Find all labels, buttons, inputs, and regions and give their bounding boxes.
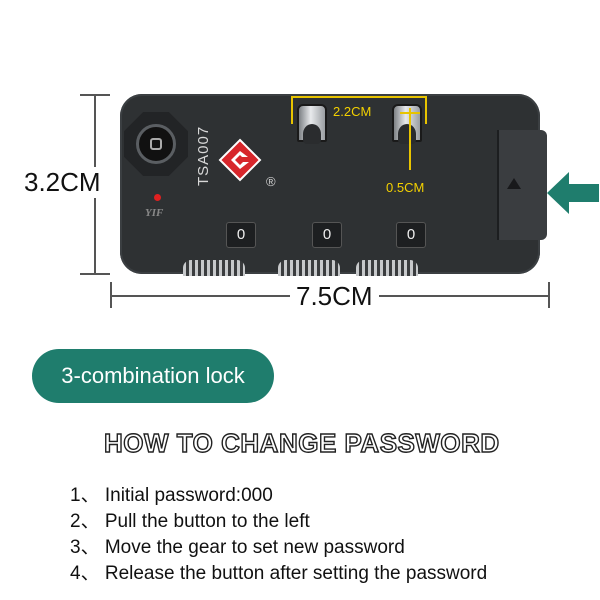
dial-1: 0 xyxy=(226,222,256,248)
keyhole-icon xyxy=(136,124,176,164)
dial-3: 0 xyxy=(396,222,426,248)
gear-wheel-1 xyxy=(183,260,245,276)
shackle-width-label: 0.5CM xyxy=(386,180,425,195)
shackle-width-line xyxy=(409,108,411,170)
instruction-step: 2、 Pull the button to the left xyxy=(70,511,310,532)
model-text: TSA007 xyxy=(195,125,212,186)
instruction-step: 3、 Move the gear to set new password xyxy=(70,537,405,558)
shackle-spacing-bracket xyxy=(291,96,427,124)
instruction-step: 4、 Release the button after setting the … xyxy=(70,563,488,584)
gear-wheel-2 xyxy=(278,260,340,276)
shackle-right-hole xyxy=(398,124,416,144)
shackle-right xyxy=(392,104,422,142)
instructions-heading: HOW TO CHANGE PASSWORD xyxy=(103,427,500,458)
shackle-width-tick xyxy=(400,112,420,114)
height-dimension-tick-bottom xyxy=(80,273,110,275)
brand-mark: YIF xyxy=(145,207,164,219)
tsa-logo-icon xyxy=(218,138,262,182)
gear-wheel-3 xyxy=(356,260,418,276)
width-dimension-tick-right xyxy=(548,282,550,308)
height-dimension-tick-top xyxy=(80,94,110,96)
registered-mark: ® xyxy=(266,174,276,189)
keyhole-slot xyxy=(150,138,162,150)
shackle-spacing-label: 2.2CM xyxy=(331,104,374,119)
height-dimension-label: 3.2CM xyxy=(22,167,103,198)
width-dimension-tick-left xyxy=(110,282,112,308)
product-type-badge: 3-combination lock xyxy=(32,349,274,403)
release-button xyxy=(497,130,547,240)
instruction-step: 1、 Initial password:000 xyxy=(70,485,273,506)
width-dimension-label: 7.5CM xyxy=(290,281,379,312)
right-arrow-icon xyxy=(547,172,599,214)
shackle-left-hole xyxy=(303,124,321,144)
release-arrow-icon xyxy=(507,178,521,189)
indicator-dot xyxy=(154,194,161,201)
dial-2: 0 xyxy=(312,222,342,248)
